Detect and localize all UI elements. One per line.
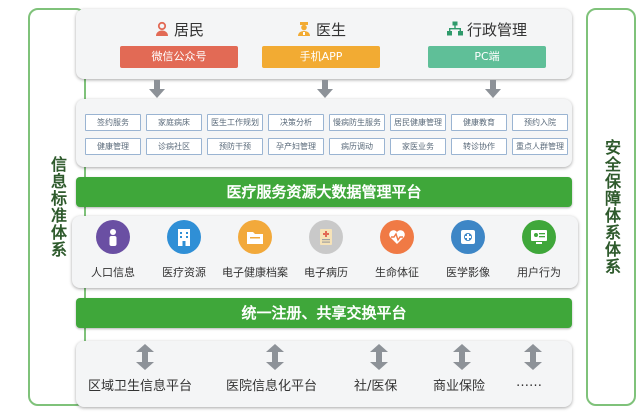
- user-title: 行政管理: [466, 20, 527, 39]
- resource-item: 用户行为: [500, 220, 578, 280]
- security-system-panel: 安全保障体系体系: [586, 8, 636, 406]
- service-item: 慢病防生服务: [329, 114, 385, 131]
- service-item: 孕产妇管理: [268, 138, 324, 155]
- resource-label: 医疗资源: [162, 266, 206, 279]
- service-item: 签约服务: [85, 114, 141, 131]
- service-item: 预防干预: [207, 138, 263, 155]
- user-behavior-icon: [522, 220, 556, 254]
- user-doctor: 医生 手机APP: [262, 18, 380, 68]
- doctor-icon: [297, 22, 310, 36]
- security-system-label: 安全保障体系体系: [602, 139, 621, 275]
- service-item: 健康管理: [85, 138, 141, 155]
- service-item: 医生工作规划: [207, 114, 263, 131]
- external-system-label: 医院信息化平台: [226, 379, 318, 394]
- external-system-label: 区域卫生信息平台: [88, 379, 193, 394]
- resources-panel: 人口信息 医疗资源 电子健康档案 电子病历 生命体征 医学影像 用户行为: [72, 216, 578, 288]
- folder-icon: [238, 220, 272, 254]
- up-down-arrow-icon: [136, 344, 154, 370]
- user-resident: 居民 微信公众号: [120, 18, 238, 68]
- external-system-label: 商业保险: [433, 379, 486, 394]
- population-icon: [96, 220, 130, 254]
- service-item: 居民健康管理: [390, 114, 446, 131]
- down-arrow-icon: [485, 80, 501, 100]
- info-standard-system-label: 信息标准体系: [48, 156, 67, 258]
- service-item: 家庭病床: [146, 114, 202, 131]
- user-channels-panel: 居民 微信公众号 医生 手机APP 行政管: [76, 9, 572, 79]
- org-chart-icon: [446, 21, 463, 36]
- service-item: 重点人群管理: [512, 138, 568, 155]
- service-item: 病历调动: [329, 138, 385, 155]
- service-item: 诊病社区: [146, 138, 202, 155]
- user-title: 医生: [315, 20, 346, 39]
- resource-label: 人口信息: [91, 266, 135, 279]
- resource-label: 用户行为: [517, 266, 561, 279]
- resource-item: 医疗资源: [145, 220, 223, 280]
- resource-item: 电子健康档案: [216, 220, 294, 280]
- service-item: 家医业务: [390, 138, 446, 155]
- channel-tag: 微信公众号: [120, 46, 238, 68]
- user-admin: 行政管理 PC端: [428, 18, 546, 68]
- resource-label: 医学影像: [446, 266, 490, 279]
- heart-pulse-icon: [380, 220, 414, 254]
- resource-item: 人口信息: [74, 220, 152, 280]
- services-panel: 签约服务 家庭病床 医生工作规划 决策分析 慢病防生服务 居民健康管理 健康教育…: [76, 99, 572, 167]
- up-down-arrow-icon: [453, 344, 471, 370]
- resource-label: 生命体征: [375, 266, 419, 279]
- external-systems-panel: 区域卫生信息平台 医院信息化平台 社/医保 商业保险 ……: [76, 341, 572, 407]
- resource-item: 生命体征: [358, 220, 436, 280]
- resource-item: 医学影像: [429, 220, 507, 280]
- resource-item: 电子病历: [287, 220, 365, 280]
- hospital-icon: [167, 220, 201, 254]
- service-item: 健康教育: [451, 114, 507, 131]
- medical-image-icon: [451, 220, 485, 254]
- down-arrow-icon: [317, 80, 333, 100]
- resource-label: 电子病历: [304, 266, 348, 279]
- down-arrow-icon: [149, 80, 165, 100]
- exchange-platform-bar: 统一注册、共享交换平台: [76, 298, 572, 328]
- resource-label: 电子健康档案: [222, 266, 288, 279]
- user-title: 居民: [173, 20, 204, 39]
- person-icon: [155, 21, 168, 36]
- external-system-label: 社/医保: [354, 379, 398, 394]
- external-system-label: ……: [516, 375, 542, 390]
- service-item: 预约入院: [512, 114, 568, 131]
- medical-record-icon: [309, 220, 343, 254]
- channel-tag: 手机APP: [262, 46, 380, 68]
- up-down-arrow-icon: [370, 344, 388, 370]
- up-down-arrow-icon: [266, 344, 284, 370]
- service-item: 决策分析: [268, 114, 324, 131]
- big-data-platform-bar: 医疗服务资源大数据管理平台: [76, 177, 572, 207]
- service-item: 转诊协作: [451, 138, 507, 155]
- up-down-arrow-icon: [524, 344, 542, 370]
- channel-tag: PC端: [428, 46, 546, 68]
